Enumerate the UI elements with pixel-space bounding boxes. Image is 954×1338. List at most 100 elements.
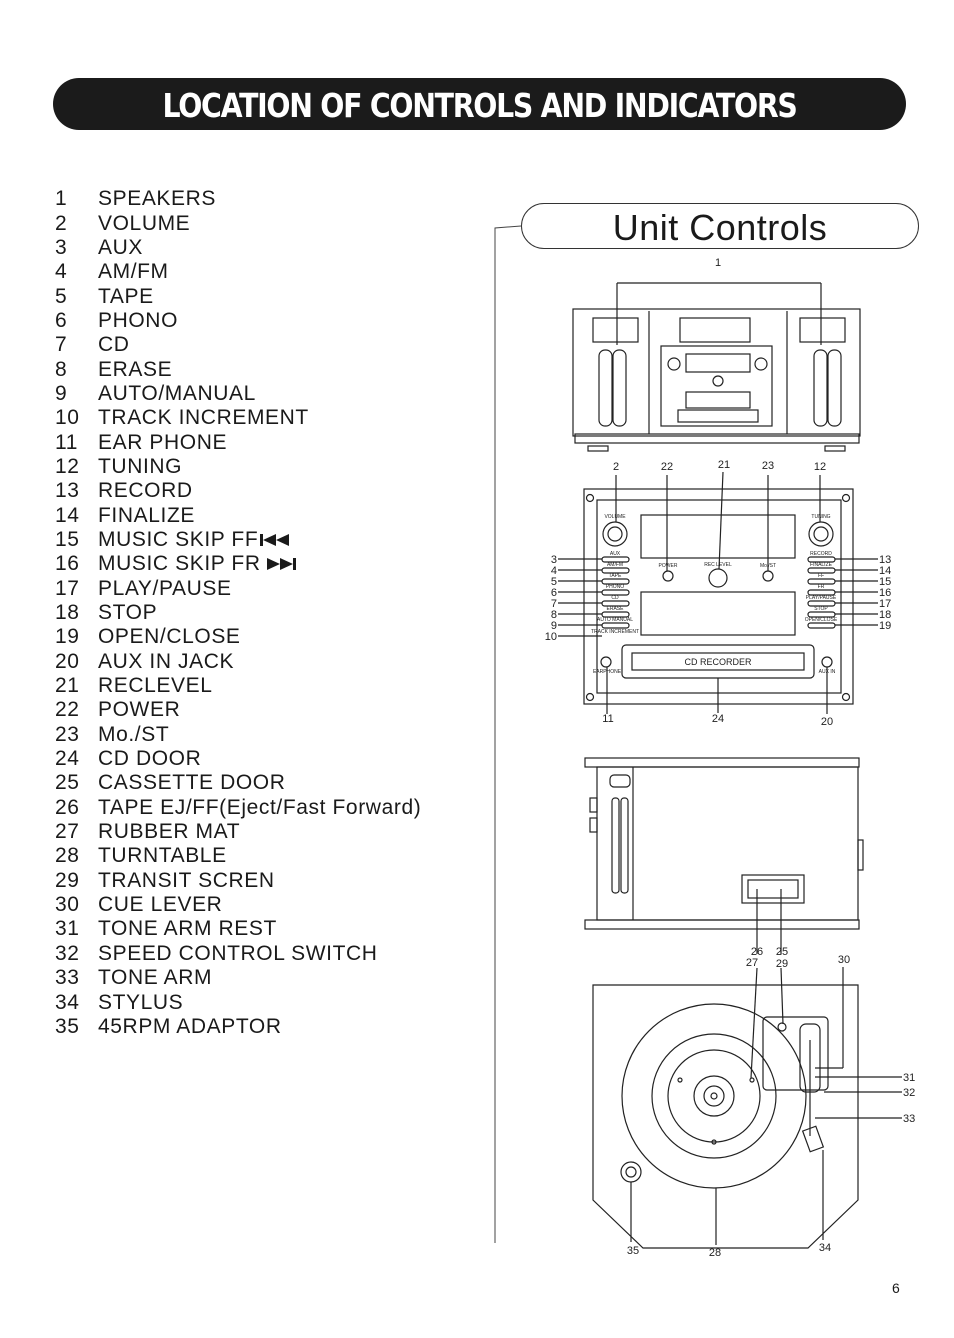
phono-label: PHONO [606, 584, 624, 590]
control-label: STYLUS [98, 990, 184, 1014]
control-label: AUTO/MANUAL [98, 381, 256, 405]
page-number: 6 [892, 1280, 900, 1296]
control-number: 19 [55, 625, 80, 649]
cd-recorder-label: CD RECORDER [684, 657, 752, 667]
title-banner: LOCATION OF CONTROLS AND INDICATORS [53, 78, 906, 130]
control-label: ERASE [98, 357, 173, 381]
control-number: 10 [55, 406, 80, 430]
control-number: 31 [55, 917, 80, 941]
control-label: AUX [98, 235, 143, 259]
callout-10: 10 [545, 631, 557, 643]
power-label: POWER [659, 563, 678, 569]
control-item: 7 CD [55, 333, 421, 357]
control-label: CD [98, 333, 130, 357]
control-number: 6 [55, 308, 68, 332]
control-item: 13 RECORD [55, 479, 421, 503]
callout-13: 13 [879, 554, 891, 566]
control-label: TONE ARM REST [98, 917, 277, 941]
top-view [572, 282, 861, 452]
callout-2: 2 [613, 461, 619, 473]
callout-22: 22 [661, 461, 673, 473]
control-label: POWER [98, 698, 181, 722]
skip-forward-icon [266, 558, 296, 571]
am-fm-label: AM/FM [607, 562, 623, 568]
control-number: 1 [55, 187, 68, 211]
cd-label: CD [611, 595, 619, 601]
control-label: SPEED CONTROL SWITCH [98, 941, 378, 965]
control-number: 17 [55, 576, 80, 600]
callout-23: 23 [762, 460, 774, 472]
control-item: 31 TONE ARM REST [55, 917, 421, 941]
control-label: STOP [98, 601, 158, 625]
callout-28: 28 [709, 1247, 721, 1259]
control-label: CD DOOR [98, 747, 202, 771]
callout-33: 33 [903, 1113, 915, 1125]
track-increment-label: TRACK INCREMENT [591, 629, 639, 635]
control-item: 9 AUTO/MANUAL [55, 382, 421, 406]
control-number: 8 [55, 357, 68, 381]
callout-7: 7 [551, 598, 557, 610]
side-view [584, 757, 864, 954]
control-label: TURNTABLE [98, 844, 227, 868]
control-label: TRANSIT SCREN [98, 868, 275, 892]
play-pause-label: PLAY/PAUSE [806, 595, 837, 601]
callout-14: 14 [879, 565, 891, 577]
auto-manual-label: AUTO MANUAL [597, 617, 633, 623]
panel-labels: VOLUME TUNING POWER REC LEVEL Mo./ST REC… [591, 514, 838, 675]
unit-controls-title: Unit Controls [612, 207, 828, 248]
front-panel [558, 471, 878, 714]
control-item: 12 TUNING [55, 455, 421, 479]
callout-25: 25 [776, 946, 788, 958]
stop-label: STOP [814, 606, 828, 612]
control-label: MUSIC SKIP FF [98, 527, 259, 551]
unit-controls-panel: Unit Controls [521, 203, 919, 249]
control-number: 25 [55, 771, 80, 795]
control-number: 15 [55, 527, 80, 551]
control-number: 5 [55, 284, 68, 308]
control-label: TAPE EJ/FF(Eject/Fast Forward) [98, 795, 422, 819]
control-label: TUNING [98, 454, 183, 478]
callout-17: 17 [879, 598, 891, 610]
callout-18: 18 [879, 609, 891, 621]
callout-20: 20 [821, 716, 833, 728]
control-number: 22 [55, 698, 80, 722]
control-number: 13 [55, 479, 80, 503]
tape-label: TAPE [609, 573, 622, 579]
control-number: 24 [55, 747, 80, 771]
callout-29: 29 [776, 958, 788, 970]
callout-30: 30 [838, 954, 850, 966]
control-number: 11 [55, 430, 78, 454]
control-item: 24 CD DOOR [55, 747, 421, 771]
tuning-label: TUNING [811, 514, 830, 520]
control-number: 9 [55, 381, 68, 405]
callout-labels: 1 2 22 21 23 12 3 4 5 6 7 8 9 10 13 14 1… [545, 257, 916, 1259]
control-label: SPEAKERS [98, 187, 217, 211]
aux-in-label: AUX IN [819, 669, 836, 675]
callout-34: 34 [819, 1242, 831, 1254]
control-number: 7 [55, 333, 68, 357]
callout-4: 4 [551, 565, 557, 577]
control-label: RECORD [98, 479, 193, 503]
control-number: 35 [55, 1014, 80, 1038]
control-label: RUBBER MAT [98, 820, 241, 844]
control-item: 8 ERASE [55, 357, 421, 381]
control-label: RECLEVEL [98, 674, 213, 698]
control-label: AM/FM [98, 260, 169, 284]
control-item: 15 MUSIC SKIP FF [55, 528, 421, 552]
control-number: 12 [55, 454, 80, 478]
callout-6: 6 [551, 587, 557, 599]
ff-label: FF [818, 573, 824, 579]
